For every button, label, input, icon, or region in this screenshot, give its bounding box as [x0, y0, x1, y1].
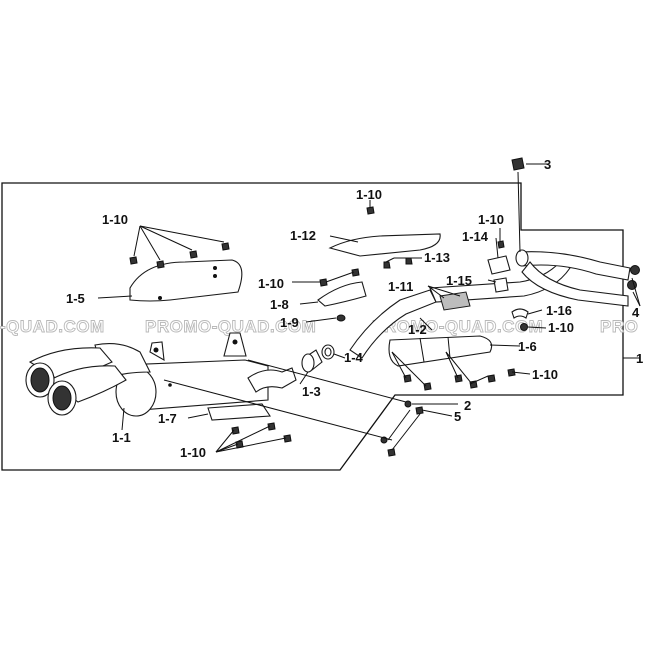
- watermark-left: -QUAD.COM: [0, 317, 105, 336]
- watermark-edge: PRO: [600, 317, 638, 336]
- watermark-right: PROMO-QUAD.COM: [372, 317, 543, 336]
- label-1-14: 1-14: [462, 229, 489, 244]
- bracket-1-14: [487, 255, 511, 275]
- label-1-10-lower-right: 1-10: [532, 367, 558, 382]
- label-1-13: 1-13: [424, 250, 450, 265]
- label-2: 2: [464, 398, 471, 413]
- bolt-1-9: [336, 314, 346, 322]
- bracket-1-16: [511, 308, 529, 319]
- fasteners: [129, 157, 640, 457]
- leader-lines: [97, 163, 641, 453]
- label-1-10-right-top: 1-10: [478, 212, 504, 227]
- header-pipe: [515, 249, 631, 307]
- plate-1-7: [207, 403, 271, 421]
- label-5: 5: [454, 409, 461, 424]
- label-1-10-top-left: 1-10: [102, 212, 128, 227]
- clamp-1-11: [439, 291, 471, 311]
- label-1-6: 1-6: [518, 339, 537, 354]
- label-1-10-mid: 1-10: [258, 276, 284, 291]
- label-1: 1: [636, 351, 643, 366]
- heat-shield-1-12: [328, 233, 441, 257]
- label-1-10-lower-left: 1-10: [180, 445, 206, 460]
- label-1-16: 1-16: [546, 303, 572, 318]
- label-4: 4: [632, 305, 640, 320]
- bracket-1-15: [493, 277, 509, 293]
- label-1-12: 1-12: [290, 228, 316, 243]
- label-1-3: 1-3: [302, 384, 321, 399]
- label-1-1: 1-1: [112, 430, 131, 445]
- label-1-4: 1-4: [344, 350, 364, 365]
- label-1-5: 1-5: [66, 291, 85, 306]
- label-1-10-top: 1-10: [356, 187, 382, 202]
- label-1-7: 1-7: [158, 411, 177, 426]
- assembly-boundary: [1, 182, 624, 471]
- label-1-11: 1-11: [388, 279, 413, 294]
- label-1-9: 1-9: [280, 315, 299, 330]
- part-labels: 3 1 4 2 5 1-1 1-2 1-3 1-4 1-5 1-6 1-7 1-…: [66, 157, 643, 460]
- heat-shield-1-6: [388, 335, 493, 367]
- watermark-center: PROMO-QUAD.COM: [145, 317, 316, 336]
- label-1-15: 1-15: [446, 273, 472, 288]
- small-shield-1-8: [317, 281, 367, 307]
- label-1-2: 1-2: [408, 322, 427, 337]
- label-1-10-right: 1-10: [548, 320, 574, 335]
- label-1-8: 1-8: [270, 297, 289, 312]
- label-3: 3: [544, 157, 551, 172]
- muffler-1-1: [25, 332, 297, 417]
- heat-shield-1-5: [129, 259, 243, 302]
